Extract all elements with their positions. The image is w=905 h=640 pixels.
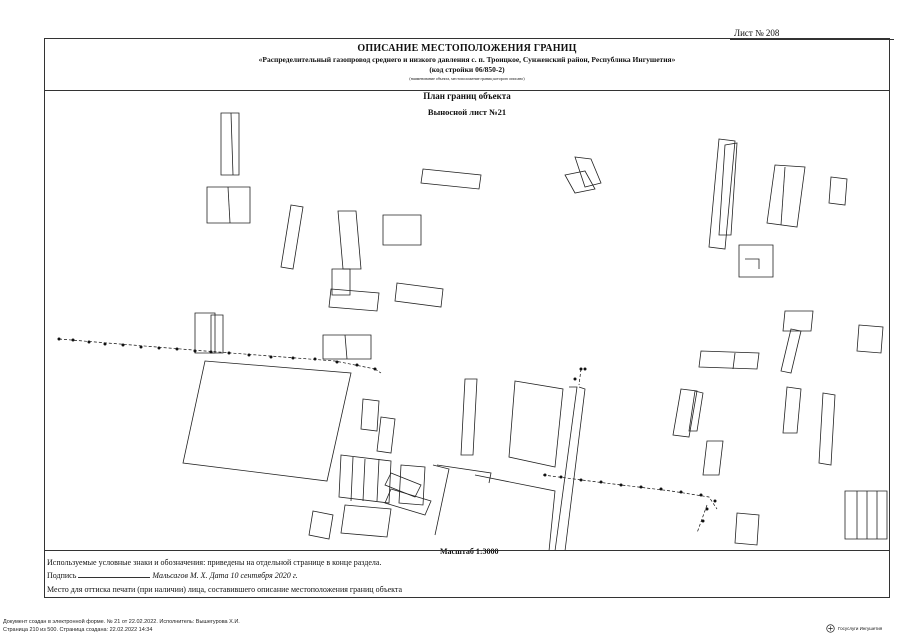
parcel (337, 210, 362, 270)
parcel-divider (350, 456, 380, 502)
parcel (508, 380, 564, 468)
parcel (460, 378, 478, 456)
parcel (308, 510, 334, 540)
stamp-note: Место для оттиска печати (при наличии) л… (47, 585, 403, 594)
road-edge (564, 386, 586, 552)
parcel (844, 490, 888, 540)
parcel (340, 504, 392, 538)
parcel (398, 464, 426, 506)
parcel (708, 138, 736, 250)
parcel (194, 312, 216, 354)
parcel (394, 282, 444, 308)
road-edge (554, 386, 578, 552)
parcel (206, 186, 251, 224)
parcel (420, 168, 482, 190)
parcel (382, 214, 422, 246)
parcel-divider (745, 258, 760, 269)
object-code-note: (наименование объекта, местоположение гр… (409, 76, 525, 81)
pipeline-route (696, 504, 708, 534)
document-frame: ОПИСАНИЕ МЕСТОПОЛОЖЕНИЯ ГРАНИЦ «Распреде… (44, 38, 890, 598)
parcel (210, 314, 224, 354)
parcel (436, 464, 492, 484)
footer-logo: Госуслуги Ингушетия (826, 623, 898, 633)
parcel (718, 142, 738, 236)
parcel (698, 350, 760, 370)
road-edge (432, 464, 450, 536)
parcel (574, 156, 602, 188)
parcel (220, 112, 240, 176)
date-value: 10 сентября 2020 г. (230, 571, 298, 580)
plan-title: План границ объекта (423, 91, 511, 101)
parcel (780, 328, 802, 374)
parcel (702, 440, 724, 476)
parcel (322, 334, 372, 360)
signature-line (78, 569, 151, 578)
parcel (672, 388, 698, 438)
pipeline-route (578, 368, 582, 386)
parcel-divider (344, 334, 348, 360)
parcel (280, 204, 304, 270)
parcel (688, 390, 704, 432)
signer-name: Мальсагов М. Х. (152, 571, 208, 580)
parcel (338, 454, 392, 504)
signature-label: Подпись (47, 571, 77, 580)
sheet-title: Выносной лист №21 (427, 107, 507, 117)
signature-row: Подпись Мальсагов М. Х. Дата 10 сентября… (47, 569, 298, 580)
parcel (182, 360, 352, 482)
parcel-divider (732, 352, 736, 370)
parcel (828, 176, 848, 206)
parcel (376, 416, 396, 454)
parcel (384, 488, 432, 516)
map-scale: Масштаб 1:3000 (440, 547, 499, 556)
footer-line-1: Документ создан в электронной форме. № 2… (3, 619, 240, 625)
legend-note: Используемые условные знаки и обозначени… (47, 558, 382, 567)
document-title: ОПИСАНИЕ МЕСТОПОЛОЖЕНИЯ ГРАНИЦ (357, 43, 577, 54)
parcel (782, 386, 802, 434)
parcel (738, 244, 774, 278)
sheet-number: Лист № 208 (730, 28, 894, 40)
parcel-divider (780, 166, 786, 226)
parcel (782, 310, 814, 332)
cadastral-map (57, 112, 888, 552)
parcel-divider (856, 491, 878, 539)
parcel (564, 170, 596, 194)
date-label: Дата (209, 571, 229, 580)
parcel (856, 324, 884, 354)
pipeline-route (542, 474, 718, 510)
object-name: «Распределительный газопровод среднего и… (258, 55, 676, 64)
parcel (766, 164, 806, 228)
parcel (384, 472, 422, 498)
object-code: (код стройки 06/850-2) (429, 65, 505, 74)
parcel (734, 512, 760, 546)
parcel (360, 398, 380, 432)
parcel (331, 268, 351, 296)
parcel-divider (227, 186, 231, 224)
footer-line-2: Страница 210 из 500. Страница создана: 2… (3, 627, 153, 633)
parcel (818, 392, 836, 466)
header-separator (45, 90, 889, 91)
parcel (474, 474, 556, 552)
footer-logo-text: Госуслуги Ингушетия (838, 625, 883, 631)
parcel (328, 288, 380, 312)
coat-of-arms-icon (826, 623, 835, 633)
parcel-divider (230, 112, 234, 176)
footer-separator (45, 550, 889, 551)
